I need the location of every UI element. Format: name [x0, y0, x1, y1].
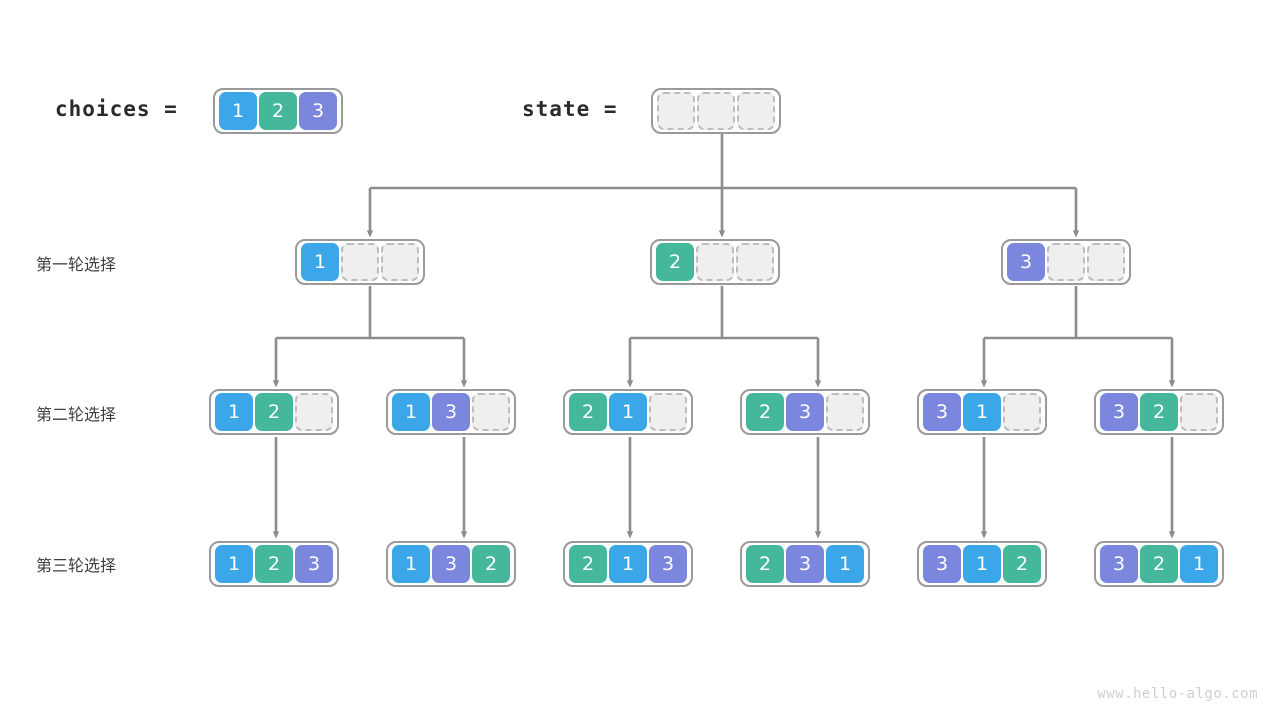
row-label-round2: 第二轮选择 — [36, 405, 117, 424]
level2-node4-cell-value: 3 — [786, 393, 824, 431]
level2-node1-cell-value: 2 — [255, 393, 293, 431]
level2-node3-cell-value: 1 — [609, 393, 647, 431]
level1-node3-cell-empty — [1087, 243, 1125, 281]
choices-cell-value: 2 — [259, 92, 297, 130]
level2-node4-cell-value: 2 — [746, 393, 784, 431]
level3-node6-cell-value: 2 — [1140, 545, 1178, 583]
level3-node3-cell-value: 2 — [569, 545, 607, 583]
state-label: state = — [522, 97, 618, 121]
level3-node2-cell-value: 1 — [392, 545, 430, 583]
state-cell-empty — [657, 92, 695, 130]
level3-node6-cell-value: 3 — [1100, 545, 1138, 583]
level2-node6-cell-value: 2 — [1140, 393, 1178, 431]
level2-node6-cell-empty — [1180, 393, 1218, 431]
level3-node5-cell-value: 1 — [963, 545, 1001, 583]
level1-node1-cell-value: 1 — [301, 243, 339, 281]
level3-node2-cell-value: 3 — [432, 545, 470, 583]
tree-node-level1-3: 3 — [1001, 239, 1131, 285]
level3-node1-cell-value: 2 — [255, 545, 293, 583]
level3-node1-cell-value: 1 — [215, 545, 253, 583]
level2-node3-cell-empty — [649, 393, 687, 431]
choices-cell-value: 1 — [219, 92, 257, 130]
level3-node5-cell-value: 2 — [1003, 545, 1041, 583]
level2-node1-cell-value: 1 — [215, 393, 253, 431]
level2-node5-cell-value: 1 — [963, 393, 1001, 431]
state-array — [651, 88, 781, 134]
tree-node-level1-2: 2 — [650, 239, 780, 285]
level3-node3-cell-value: 1 — [609, 545, 647, 583]
level1-node2-cell-empty — [736, 243, 774, 281]
level2-node2-cell-value: 3 — [432, 393, 470, 431]
level1-node3-cell-value: 3 — [1007, 243, 1045, 281]
level2-node3-cell-value: 2 — [569, 393, 607, 431]
level2-node2-cell-empty — [472, 393, 510, 431]
level2-node2-cell-value: 1 — [392, 393, 430, 431]
row-label-round1: 第一轮选择 — [36, 255, 117, 274]
choices-cell-value: 3 — [299, 92, 337, 130]
level3-node4-cell-value: 3 — [786, 545, 824, 583]
state-cell-empty — [737, 92, 775, 130]
level3-node4-cell-value: 1 — [826, 545, 864, 583]
watermark: www.hello-algo.com — [1097, 686, 1258, 702]
level2-node5-cell-empty — [1003, 393, 1041, 431]
state-cell-empty — [697, 92, 735, 130]
tree-node-level1-1: 1 — [295, 239, 425, 285]
level2-node4-cell-empty — [826, 393, 864, 431]
row-label-round3: 第三轮选择 — [36, 556, 117, 575]
level1-node1-cell-empty — [381, 243, 419, 281]
level1-node2-cell-empty — [696, 243, 734, 281]
level3-node3-cell-value: 3 — [649, 545, 687, 583]
choices-label: choices = — [55, 97, 178, 121]
level3-node1-cell-value: 3 — [295, 545, 333, 583]
level1-node2-cell-value: 2 — [656, 243, 694, 281]
level2-node1-cell-empty — [295, 393, 333, 431]
level3-node6-cell-value: 1 — [1180, 545, 1218, 583]
level1-node3-cell-empty — [1047, 243, 1085, 281]
level2-node5-cell-value: 3 — [923, 393, 961, 431]
level2-node6-cell-value: 3 — [1100, 393, 1138, 431]
level3-node5-cell-value: 3 — [923, 545, 961, 583]
level1-node1-cell-empty — [341, 243, 379, 281]
level3-node2-cell-value: 2 — [472, 545, 510, 583]
level3-node4-cell-value: 2 — [746, 545, 784, 583]
